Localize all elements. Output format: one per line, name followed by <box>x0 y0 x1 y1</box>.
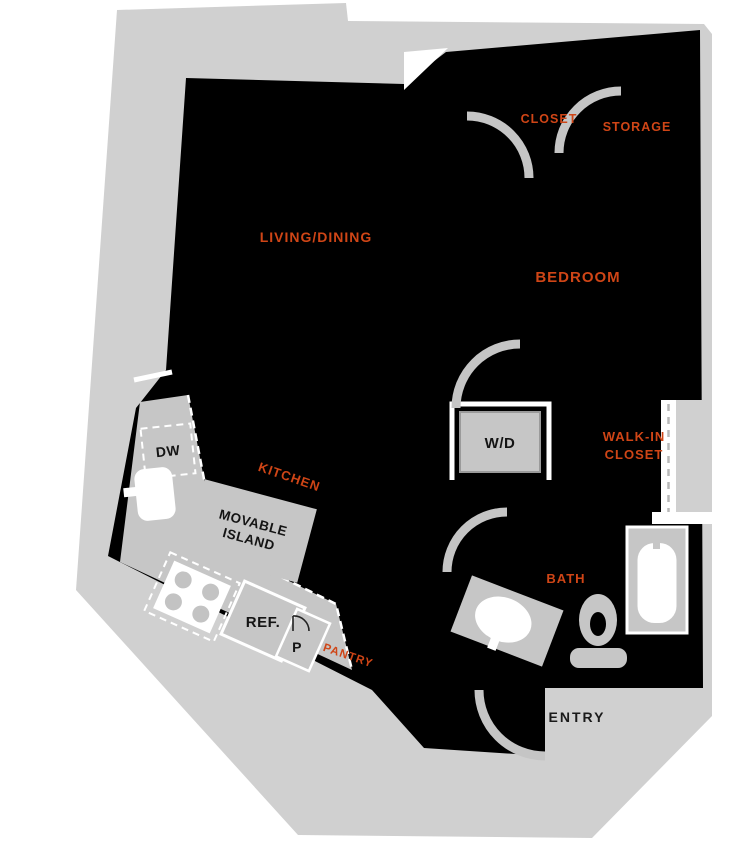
wd-label: W/D <box>485 435 516 452</box>
burner <box>192 605 210 623</box>
pantry-door-swing-icon <box>292 615 310 632</box>
closet-door-swing-left <box>466 111 534 179</box>
refrigerator-label: REF. <box>246 614 281 631</box>
kitchen-counter <box>120 395 352 670</box>
burner <box>164 593 182 611</box>
burner <box>202 583 220 601</box>
vanity-sink <box>475 596 532 643</box>
bath-label: BATH <box>546 571 585 586</box>
pantry-cabinet <box>274 607 332 673</box>
entry-label: ENTRY <box>549 709 606 725</box>
washer-dryer-closet: W/D <box>449 401 552 480</box>
wall-gap <box>404 48 448 90</box>
walk-in-closet-label-line1: WALK-IN <box>603 429 666 444</box>
bathtub <box>625 525 689 635</box>
movable-island: MOVABLE ISLAND <box>185 479 317 583</box>
tub-basin <box>637 543 677 623</box>
vanity-faucet <box>487 630 502 651</box>
range-outline <box>142 550 242 644</box>
bedroom-door-swing <box>451 339 521 409</box>
toilet <box>570 594 627 668</box>
pantry-box <box>274 607 332 673</box>
wd-unit <box>459 411 541 473</box>
bath-vanity <box>450 575 564 667</box>
island-top <box>185 479 317 583</box>
living-dining-label: LIVING/DINING <box>260 229 373 245</box>
tub-faucet <box>653 534 660 549</box>
wall-tick <box>133 369 173 383</box>
bath-door-swing <box>442 507 508 573</box>
range-top <box>153 560 231 634</box>
range <box>142 550 242 644</box>
closet-door-swing-right <box>554 86 622 154</box>
burner <box>174 571 192 589</box>
dishwasher-label: DW <box>155 442 181 460</box>
sink-faucet <box>123 486 140 498</box>
storage-label: STORAGE <box>603 120 672 134</box>
bedroom-label: BEDROOM <box>535 269 620 286</box>
toilet-tank <box>570 648 627 668</box>
entry-door-swing <box>474 689 546 761</box>
bath-wall <box>652 512 714 524</box>
walk-in-closet-label-line2: CLOSET <box>605 447 664 462</box>
wd-closet-walls <box>449 401 552 480</box>
closet-label: CLOSET <box>521 112 578 126</box>
sink-basin <box>134 467 176 521</box>
kitchen-sink <box>123 467 176 521</box>
toilet-bowl-inner <box>590 612 606 636</box>
pantry-abbrev-label: P <box>292 639 302 655</box>
building-shaft <box>676 400 712 514</box>
